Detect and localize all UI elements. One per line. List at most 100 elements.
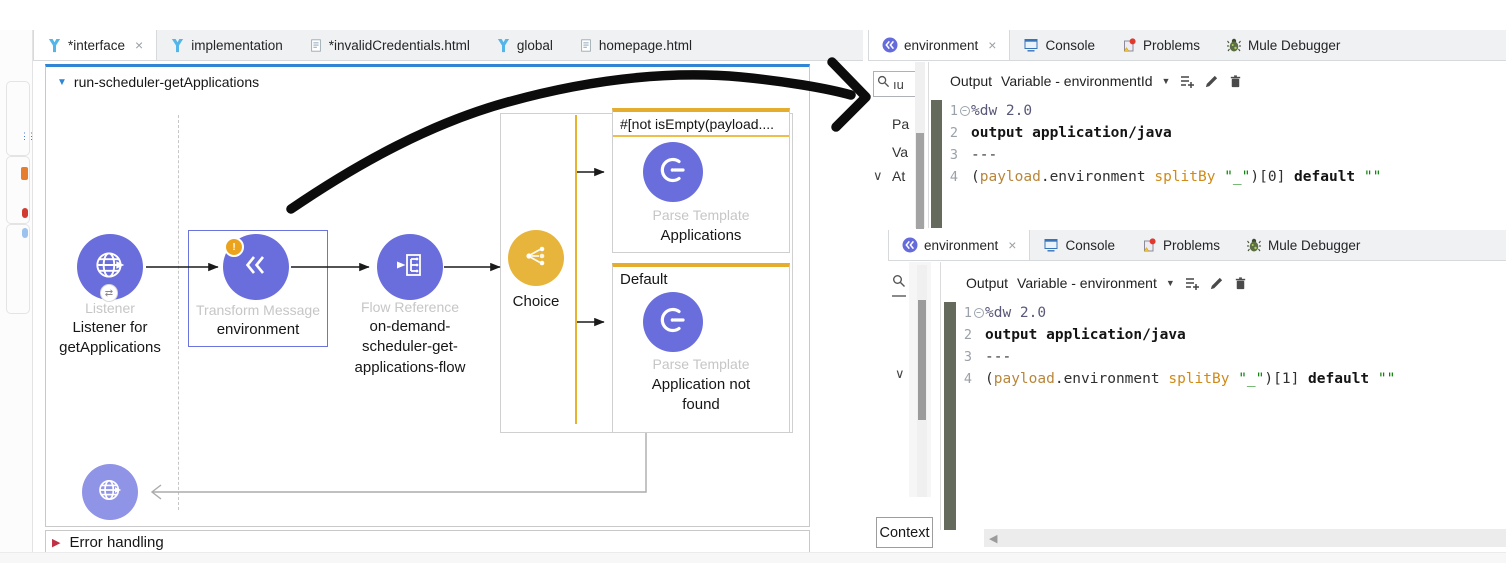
red-mini-icon[interactable]: [22, 208, 28, 218]
dropdown-caret-icon[interactable]: ▼: [1161, 76, 1171, 86]
tab-mule-debugger[interactable]: Mule Debugger: [1213, 30, 1353, 60]
parse-template-notfound-node[interactable]: [643, 292, 703, 352]
tab-console[interactable]: Console: [1010, 30, 1108, 60]
flow-collapse-caret-icon[interactable]: ▼: [57, 76, 67, 88]
tree-item-variables[interactable]: Va: [892, 144, 909, 160]
mule-file-icon: [47, 38, 62, 53]
debugger-bottom-tab-bar: environment × Console Problems Mule Debu…: [888, 230, 1506, 261]
search-icon[interactable]: [892, 274, 906, 297]
tab-problems[interactable]: Problems: [1108, 30, 1213, 60]
context-tab[interactable]: Context: [876, 517, 933, 548]
chevron-down-icon[interactable]: ∨: [895, 366, 905, 381]
parse-template-type-label: Parse Template: [652, 207, 750, 223]
collapsed-toolbar-segment[interactable]: [6, 224, 30, 314]
flow-title: run-scheduler-getApplications: [73, 74, 260, 90]
parse-template-type-label: Parse Template: [652, 356, 750, 372]
collapsed-toolbar-segment[interactable]: [6, 156, 30, 224]
code-line: 4(payload.environment splitBy "_")[1] de…: [963, 371, 1396, 387]
edit-icon[interactable]: [1209, 276, 1224, 291]
output-label: Output: [950, 73, 993, 89]
flow-reference-icon: [392, 247, 428, 288]
panel-divider: [928, 62, 929, 228]
variable-label: Variable - environment: [1017, 275, 1157, 291]
delete-icon[interactable]: [1233, 276, 1248, 291]
collapsed-toolbar-strip: ⋮⋮: [0, 30, 36, 552]
dw-output-header: Output Variable - environmentId ▼: [950, 73, 1243, 89]
tree-item-attributes[interactable]: At: [892, 168, 906, 184]
lane-divider-dashed: [178, 115, 179, 510]
debugger-top-tab-bar: environment × Console Problems Mule Debu…: [868, 30, 1506, 61]
flow-reference-node[interactable]: [377, 234, 443, 300]
flow-reference-name-label: on-demand-scheduler-get-applications-flo…: [354, 318, 466, 376]
chevron-down-icon[interactable]: ∨: [873, 168, 883, 183]
scrollbar-thumb[interactable]: [918, 300, 926, 420]
transform-type-label: Transform Message: [196, 302, 320, 318]
listener-response-node[interactable]: [82, 464, 138, 520]
choice-branch-icon: [521, 241, 551, 276]
default-branch-box[interactable]: Default: [612, 263, 790, 433]
code-line: 1−%dw 2.0: [963, 305, 1047, 321]
mule-file-icon: [496, 38, 511, 53]
close-icon[interactable]: ×: [135, 37, 144, 53]
hand-drawn-arrowhead: [827, 57, 871, 132]
close-icon[interactable]: ×: [1008, 237, 1017, 253]
tab-problems[interactable]: Problems: [1128, 230, 1233, 260]
flow-reference-type-label: Flow Reference: [360, 299, 460, 315]
error-handling-section[interactable]: [45, 530, 810, 552]
problems-icon: [1141, 237, 1157, 253]
tab-environment[interactable]: environment ×: [888, 230, 1031, 260]
dataweave-icon: [239, 248, 273, 287]
debugger-search-input[interactable]: ıu: [873, 71, 917, 97]
dataweave-file-icon: [902, 237, 918, 253]
tab-interface[interactable]: *interface ×: [33, 30, 158, 60]
tab-implementation[interactable]: implementation: [157, 30, 296, 60]
orange-mini-icon[interactable]: [21, 167, 28, 180]
edit-icon[interactable]: [1204, 74, 1219, 89]
error-handling-caret-icon[interactable]: ▶: [52, 537, 61, 549]
fold-marker-icon[interactable]: −: [972, 308, 985, 318]
tree-item-payload[interactable]: Pa: [892, 116, 910, 132]
panel-divider: [940, 262, 941, 530]
code-line: 4(payload.environment splitBy "_")[0] de…: [949, 169, 1382, 185]
transform-selection-box[interactable]: [188, 230, 328, 347]
collapsed-toolbar-segment[interactable]: [6, 81, 30, 156]
listener-type-label: Listener: [85, 300, 135, 316]
tab-console[interactable]: Console: [1030, 230, 1128, 260]
tab-label: Problems: [1163, 237, 1221, 253]
delete-icon[interactable]: [1228, 74, 1243, 89]
tab-mule-debugger[interactable]: Mule Debugger: [1233, 230, 1373, 260]
scroll-left-icon[interactable]: ◀: [989, 532, 998, 545]
flow-title-row[interactable]: ▼ run-scheduler-getApplications: [57, 74, 259, 90]
choice-label: Choice: [512, 293, 560, 310]
dropdown-caret-icon[interactable]: ▼: [1165, 278, 1175, 288]
problems-icon: [1121, 37, 1137, 53]
palette-mini-icon[interactable]: ⋮⋮: [20, 131, 36, 141]
tab-invalidcredentials[interactable]: *invalidCredentials.html: [296, 30, 483, 60]
code-line: 1−%dw 2.0: [949, 103, 1033, 119]
scrollbar-thumb[interactable]: [916, 133, 924, 229]
choice-node[interactable]: [508, 230, 564, 286]
blue-mini-icon[interactable]: [22, 228, 28, 238]
error-handling-row[interactable]: ▶ Error handling: [52, 534, 164, 551]
search-text: ıu: [893, 76, 904, 92]
editor-gutter-bar: [944, 302, 956, 530]
tab-environment[interactable]: environment ×: [868, 30, 1011, 60]
sidebar-scrollbar[interactable]: [915, 62, 925, 229]
horizontal-scrollbar[interactable]: ◀: [984, 529, 1506, 547]
close-icon[interactable]: ×: [988, 37, 997, 53]
html-file-icon: [579, 38, 593, 53]
tab-global[interactable]: global: [483, 30, 566, 60]
tab-homepage[interactable]: homepage.html: [566, 30, 705, 60]
console-icon: [1023, 37, 1039, 53]
parse-template-applications-node[interactable]: [643, 142, 703, 202]
add-expression-icon[interactable]: [1179, 73, 1195, 89]
tab-label: *invalidCredentials.html: [328, 37, 470, 53]
parse-template-name-label: Application not found: [651, 376, 751, 414]
tab-label: global: [516, 37, 553, 53]
add-expression-icon[interactable]: [1184, 275, 1200, 291]
fold-marker-icon[interactable]: −: [958, 106, 971, 116]
sidebar-scrollbar[interactable]: [917, 265, 927, 497]
